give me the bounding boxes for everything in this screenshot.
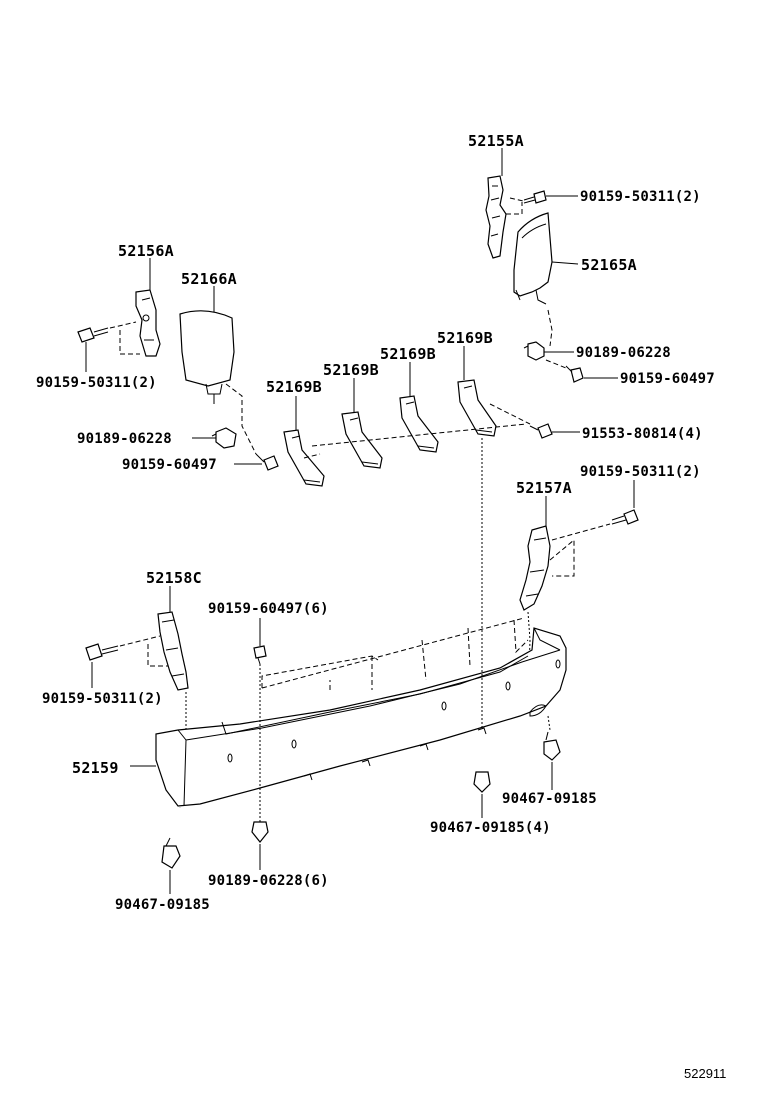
bracket-52169B-2 — [341, 411, 383, 469]
screw-90159-60497-right — [565, 365, 584, 383]
label-52169B-4: 52169B — [437, 329, 493, 347]
label-90159-50311-2-top: 90159-50311(2) — [580, 189, 701, 205]
label-52158C: 52158C — [146, 569, 202, 587]
bumper-52159 — [155, 627, 567, 807]
label-52156A: 52156A — [118, 242, 174, 260]
label-90189-06228-left: 90189-06228 — [77, 431, 172, 447]
clip-90467-09185-mid — [473, 771, 491, 793]
label-90189-06228-right: 90189-06228 — [576, 345, 671, 361]
cover-52165A — [513, 212, 553, 305]
label-52166A: 52166A — [181, 270, 237, 288]
clip-90189-06228-right — [523, 341, 545, 361]
bracket-52158C — [157, 611, 189, 691]
label-52165A: 52165A — [581, 256, 637, 274]
screw-90159-50311-mid — [611, 509, 639, 525]
clip-90189-06228-left — [211, 427, 237, 449]
label-90467-09185-left: 90467-09185 — [115, 897, 210, 913]
cover-52166A — [179, 310, 235, 404]
label-90189-06228-6: 90189-06228(6) — [208, 873, 329, 889]
clip-90467-09185-left — [161, 837, 181, 869]
label-90159-50311-2-low: 90159-50311(2) — [42, 691, 163, 707]
clip-90467-09185-right — [543, 731, 561, 761]
screw-90159-60497-left — [255, 453, 279, 471]
bracket-52169B-3 — [399, 395, 439, 453]
label-90467-09185-right: 90467-09185 — [502, 791, 597, 807]
label-90159-60497-left: 90159-60497 — [122, 457, 217, 473]
label-52159: 52159 — [72, 759, 119, 777]
label-52157A: 52157A — [516, 479, 572, 497]
label-90159-60497-right: 90159-60497 — [620, 371, 715, 387]
screw-91553-80814 — [529, 423, 553, 439]
label-52169B-2: 52169B — [323, 361, 379, 379]
label-91553-80814-4: 91553-80814(4) — [582, 426, 703, 442]
bracket-52155A — [485, 175, 507, 259]
screw-90159-50311-left — [77, 327, 109, 343]
label-52155A: 52155A — [468, 132, 524, 150]
screw-90159-50311-low — [85, 643, 119, 661]
label-90467-09185-4: 90467-09185(4) — [430, 820, 551, 836]
bracket-52156A — [135, 289, 161, 357]
bracket-52169B-4 — [457, 379, 497, 437]
screw-90159-60497-six — [253, 645, 267, 665]
screw-90159-50311-top — [523, 190, 547, 204]
label-52169B-3: 52169B — [380, 345, 436, 363]
label-90159-60497-6: 90159-60497(6) — [208, 601, 329, 617]
label-52169B-1: 52169B — [266, 378, 322, 396]
bracket-52157A — [519, 525, 551, 611]
diagram-reference-number: 522911 — [684, 1066, 726, 1081]
label-90159-50311-2-mid: 90159-50311(2) — [580, 464, 701, 480]
clip-90189-06228-six — [251, 821, 269, 843]
leader-lines — [85, 148, 635, 894]
label-90159-50311-2-left: 90159-50311(2) — [36, 375, 157, 391]
